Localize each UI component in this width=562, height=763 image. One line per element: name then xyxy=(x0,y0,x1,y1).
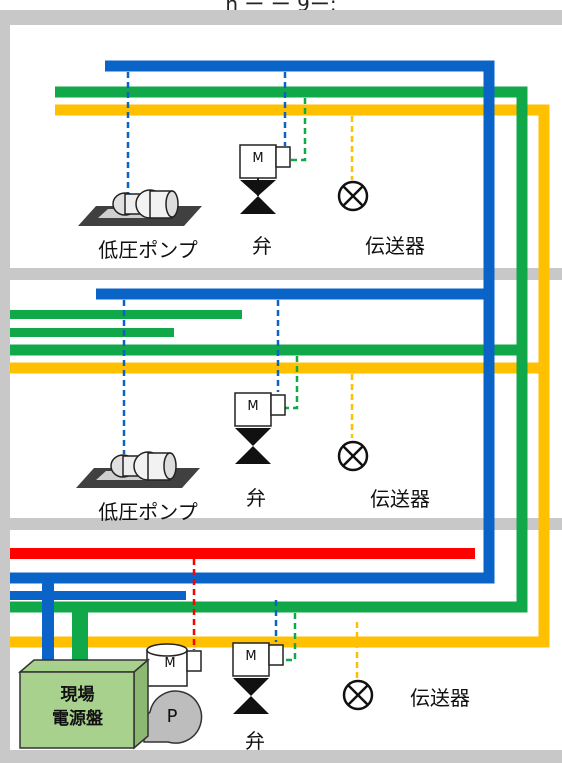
panel-feed-blue xyxy=(42,575,54,670)
transmitter-symbol-1 xyxy=(337,180,369,212)
panel-feed-green xyxy=(72,605,88,675)
label-low-pressure-pump-2: 低圧ポンプ xyxy=(98,500,198,524)
transmitter-symbol-3 xyxy=(342,679,374,711)
label-low-pressure-pump-1: 低圧ポンプ xyxy=(98,238,198,262)
cable-branch-blue-lower xyxy=(10,591,186,600)
panel-label-line2: 電源盤 xyxy=(52,709,103,729)
motor-valve-1 xyxy=(239,144,291,214)
low-pressure-pump-2 xyxy=(76,451,200,488)
motor-valve-2 xyxy=(234,392,286,464)
motor-m-label-2: M xyxy=(247,399,259,414)
motor-valve-3 xyxy=(232,642,284,714)
cable-branch-green-1 xyxy=(10,310,242,319)
local-power-panel: 現場 電源盤 xyxy=(20,672,135,742)
cable-line-green xyxy=(10,86,528,613)
low-pressure-pump-1 xyxy=(78,189,202,226)
dash-green-valve-2 xyxy=(285,356,299,410)
label-valve-2: 弁 xyxy=(246,486,266,510)
transmitter-symbol-2 xyxy=(337,440,369,472)
label-valve-1: 弁 xyxy=(252,234,272,258)
label-transmitter-3: 伝送器 xyxy=(410,686,470,710)
motor-m-label-1: M xyxy=(252,151,264,166)
cable-line-red xyxy=(10,548,475,559)
motor-pump-unit xyxy=(143,643,203,744)
motor-m-label-4: M xyxy=(164,656,176,671)
panel-label-line1: 現場 xyxy=(60,685,95,705)
cable-branch-green-2 xyxy=(10,328,174,337)
cable-line-blue xyxy=(10,60,495,584)
label-transmitter-1: 伝送器 xyxy=(365,234,425,258)
motor-m-label-3: M xyxy=(245,649,257,664)
label-valve-3: 弁 xyxy=(245,729,265,753)
local-power-panel-box xyxy=(17,658,151,750)
label-transmitter-2: 伝送器 xyxy=(370,487,430,511)
pump-p-label: P xyxy=(166,706,178,727)
dash-green-valve-3 xyxy=(284,603,297,662)
dash-green-valve-1 xyxy=(290,98,307,162)
